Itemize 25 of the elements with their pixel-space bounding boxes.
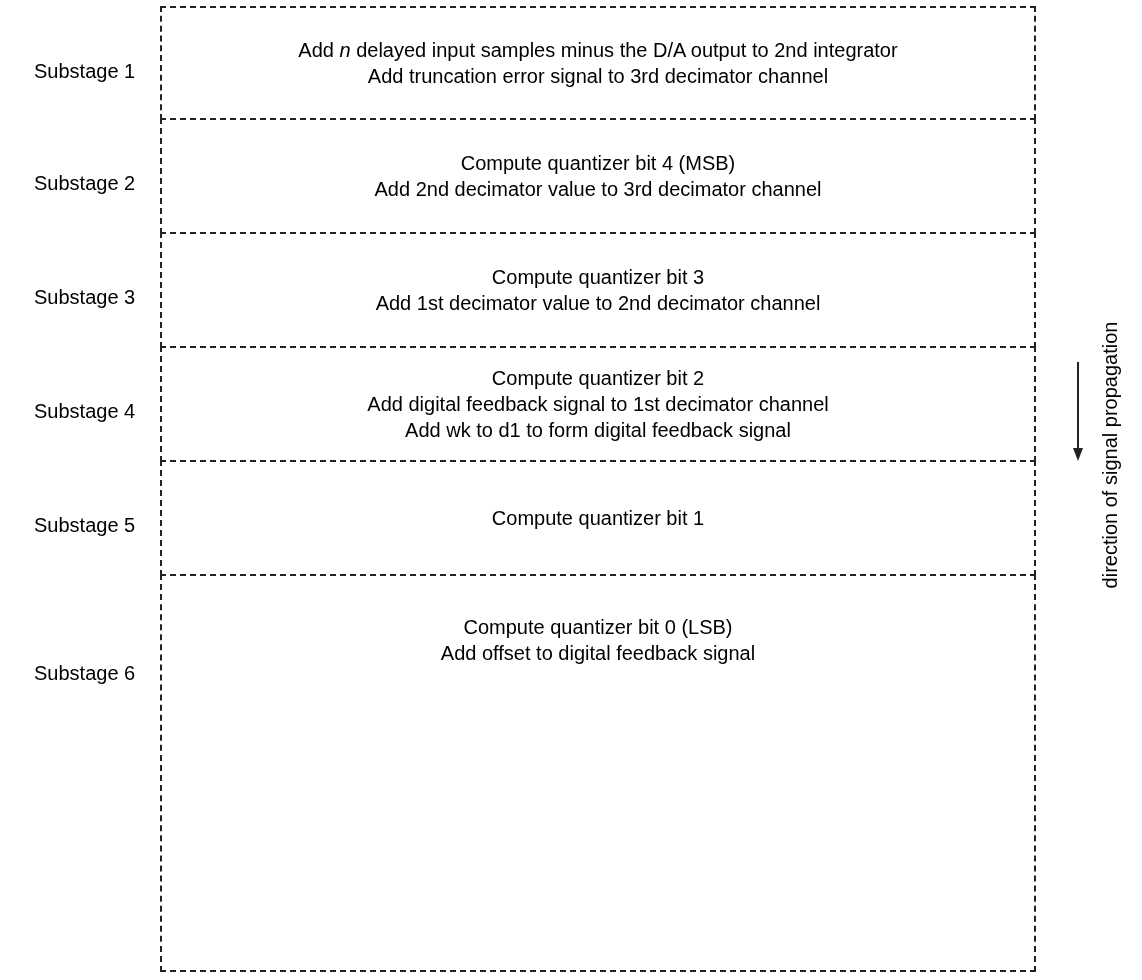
stage-text: Compute quantizer bit 1 [491, 506, 705, 531]
stage-text: Add 1st decimator value to 2nd decimator channel [375, 291, 821, 316]
stage-box [160, 346, 1036, 462]
stage-text: Compute quantizer bit 0 (LSB) [463, 615, 733, 640]
stage-box [160, 460, 1036, 576]
stage-box [160, 118, 1036, 234]
substage-label: Substage 3 [34, 285, 136, 310]
substage-label: Substage 4 [34, 399, 136, 424]
stage-text: Compute quantizer bit 2 [491, 366, 705, 391]
stage-text: Add truncation error signal to 3rd decimator channel [367, 64, 829, 89]
stage-text: Add offset to digital feedback signal [440, 641, 756, 666]
substage-label: Substage 2 [34, 171, 136, 196]
stage-box [160, 574, 1036, 972]
substage-label: Substage 1 [34, 59, 136, 84]
substage-label: Substage 6 [34, 661, 136, 686]
stage-text: Add 2nd decimator value to 3rd decimator channel [374, 177, 822, 202]
stage-text: Compute quantizer bit 3 [491, 265, 705, 290]
direction-label: direction of signal propagation [1098, 321, 1122, 589]
stage-text: Compute quantizer bit 4 (MSB) [460, 151, 736, 176]
stage-text: Add wk to d1 to form digital feedback signal [405, 418, 791, 443]
stage-text: Add digital feedback signal to 1st decimator channel [367, 392, 829, 417]
stage-box [160, 6, 1036, 120]
substage-label: Substage 5 [34, 513, 136, 538]
stage-box [160, 232, 1036, 348]
stage-text: Add n delayed input samples minus the D/A output to 2nd integrator [298, 38, 898, 63]
